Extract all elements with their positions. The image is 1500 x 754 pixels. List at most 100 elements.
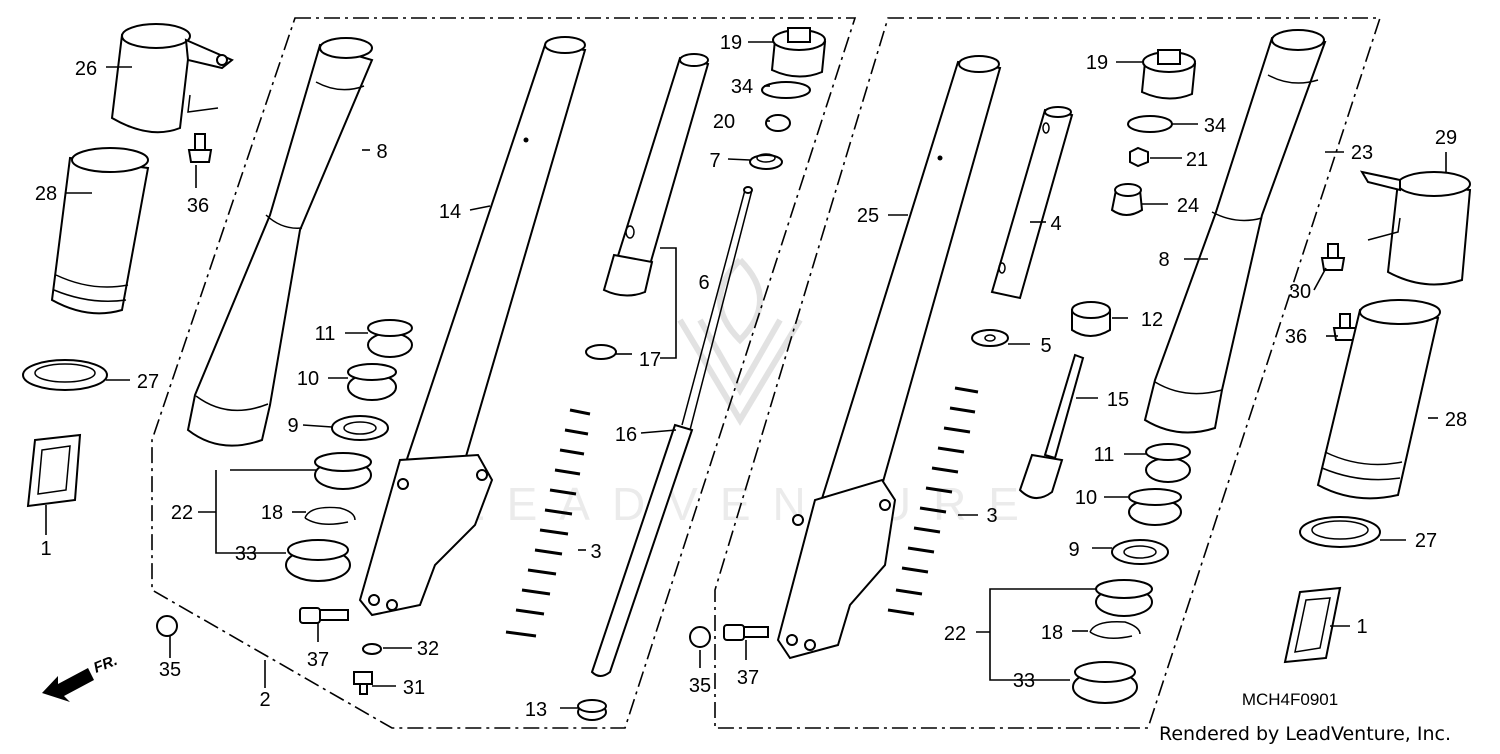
label-23: 23 <box>1351 142 1373 164</box>
part-1-reflector-right <box>1283 586 1342 664</box>
label-21: 21 <box>1186 149 1208 171</box>
part-18-stopper-ring-right <box>1089 620 1141 639</box>
label-16: 16 <box>615 424 637 446</box>
label-24: 24 <box>1177 195 1199 217</box>
label-5: 5 <box>1040 335 1051 357</box>
part-22-oil-seal-right <box>1095 579 1153 617</box>
part-27-dust-ring-left <box>22 359 108 391</box>
part-2-bottom-case-left <box>358 453 494 617</box>
part-35-cap-right <box>689 626 711 648</box>
part-11-bushing-left <box>367 319 413 358</box>
part-34-o-ring-right <box>1127 115 1173 133</box>
label-27-right: 27 <box>1415 530 1437 552</box>
part-6-damper-pipe-left <box>602 53 710 297</box>
label-34-left: 34 <box>731 76 753 98</box>
label-33-left: 33 <box>235 543 257 565</box>
label-32: 32 <box>417 638 439 660</box>
label-34-right: 34 <box>1204 115 1226 137</box>
label-3-right: 3 <box>986 505 997 527</box>
part-5-washer-right <box>971 329 1009 347</box>
leader-lines <box>45 41 1447 709</box>
label-37-right: 37 <box>737 667 759 689</box>
part-3-fork-spring-left <box>505 408 591 638</box>
part-34-o-ring-left <box>761 81 811 99</box>
part-labels: 26 36 28 27 1 8 14 11 10 9 22 18 33 37 3… <box>35 32 1467 721</box>
part-29-upper-fork-cover-right <box>1359 170 1472 286</box>
label-26: 26 <box>75 58 97 80</box>
part-3-fork-spring-right <box>887 386 979 616</box>
label-29: 29 <box>1435 127 1457 149</box>
label-27-left: 27 <box>137 371 159 393</box>
label-20: 20 <box>713 111 735 133</box>
part-9-back-up-ring-right <box>1111 539 1169 565</box>
label-18-left: 18 <box>261 502 283 524</box>
part-24-collar-right <box>1110 183 1144 216</box>
left-assembly-frame <box>151 17 857 729</box>
part-17-ring-left <box>585 344 617 360</box>
part-22-oil-seal-left <box>314 452 372 490</box>
part-37-socket-bolt-right <box>723 624 769 641</box>
label-4: 4 <box>1050 213 1061 235</box>
label-12: 12 <box>1141 309 1163 331</box>
part-10-bushing-right <box>1128 488 1182 526</box>
part-20-nut-left <box>765 114 791 132</box>
watermark-logo <box>677 257 803 426</box>
part-30-bolt-right <box>1320 243 1346 271</box>
label-17: 17 <box>639 349 661 371</box>
part-25-inner-tube-right <box>818 55 1002 512</box>
part-36-bolt-left <box>187 133 213 163</box>
part-21-nut-right <box>1129 146 1149 168</box>
part-19-fork-bolt-right <box>1140 49 1197 100</box>
part-7-spring-collar-left <box>749 153 783 170</box>
label-37-left: 37 <box>307 649 329 671</box>
label-28-left: 28 <box>35 183 57 205</box>
label-11-left: 11 <box>315 323 336 345</box>
part-10-bushing-left <box>347 363 397 401</box>
label-9-left: 9 <box>287 415 298 437</box>
watermark-text: LEADVENTURE <box>459 478 1041 530</box>
label-10-left: 10 <box>297 368 319 390</box>
part-8-fork-slider-right <box>1143 29 1327 434</box>
part-32-washer <box>362 643 382 655</box>
label-3-left: 3 <box>590 541 601 563</box>
part-8-fork-slider-left <box>186 37 374 447</box>
part-28-lower-fork-cover <box>50 147 150 315</box>
label-18-right: 18 <box>1041 622 1063 644</box>
label-30: 30 <box>1289 281 1311 303</box>
part-18-stopper-ring-left <box>304 506 356 525</box>
front-indicator-label: FR. <box>91 652 120 677</box>
part-13-oil-lock-piece <box>577 699 607 721</box>
label-22-right: 22 <box>944 623 966 645</box>
front-direction-arrow-icon: FR. <box>42 652 120 702</box>
label-10-right: 10 <box>1075 487 1097 509</box>
part-11-bushing-right <box>1145 443 1191 483</box>
right-assembly-frame <box>714 17 1382 729</box>
label-7: 7 <box>709 150 720 172</box>
part-bottom-case-right <box>776 478 897 660</box>
part-14-inner-tube-left <box>403 36 587 472</box>
label-36-right: 36 <box>1285 326 1307 348</box>
part-12-seat-right <box>1071 301 1111 337</box>
part-16-fork-piston-left <box>590 186 753 677</box>
part-4-damper-pipe-right <box>990 106 1074 300</box>
label-19-left: 19 <box>720 32 742 54</box>
label-2: 2 <box>259 689 270 711</box>
credit-text: Rendered by LeadVenture, Inc. <box>1159 723 1451 745</box>
part-28-lower-fork-cover-right <box>1316 299 1441 500</box>
part-9-back-up-ring-left <box>331 415 389 441</box>
part-37-socket-bolt-left <box>299 607 349 624</box>
label-36-left: 36 <box>187 195 209 217</box>
label-1-right: 1 <box>1356 616 1367 638</box>
label-19-right: 19 <box>1086 52 1108 74</box>
label-8-left: 8 <box>376 141 387 163</box>
label-6: 6 <box>698 272 709 294</box>
part-19-fork-bolt-left <box>770 27 827 78</box>
label-8-right: 8 <box>1158 249 1169 271</box>
diagram-code: MCH4F0901 <box>1242 690 1338 709</box>
part-15-fork-piston-right <box>1018 353 1085 499</box>
part-31-drain-bolt <box>353 671 373 695</box>
label-35-left: 35 <box>159 659 181 681</box>
part-33-dust-seal-left <box>285 539 351 582</box>
part-35-cap-left <box>156 615 178 637</box>
part-26-upper-fork-cover <box>110 23 234 134</box>
